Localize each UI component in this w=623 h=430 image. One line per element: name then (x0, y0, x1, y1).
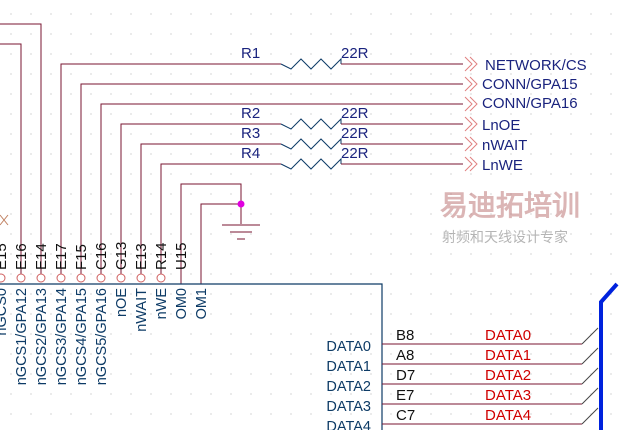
wire (0, 43, 22, 278)
pin-inverter-bubble (56, 273, 66, 283)
pin-number: E7 (396, 387, 414, 404)
net-label: LnOE (482, 117, 520, 134)
pin-number: D7 (396, 367, 415, 384)
net-port-icon (464, 156, 473, 172)
pin-number: E16 (13, 243, 30, 270)
wire (100, 103, 463, 278)
net-label: LnWE (482, 157, 523, 174)
net-label: DATA1 (485, 347, 531, 364)
wire (140, 143, 281, 278)
pin-name: OM0 (174, 288, 190, 319)
pin-number: U15 (173, 242, 190, 270)
pin-inverter-bubble (0, 273, 6, 283)
pin-name: nWAIT (134, 288, 150, 332)
wire (60, 63, 281, 278)
pin-inverter-bubble (96, 273, 106, 283)
no-connect-icon (0, 214, 9, 226)
resistor-value: 22R (341, 105, 369, 122)
bus-entry (581, 347, 599, 365)
wire (120, 123, 281, 278)
net-label: nWAIT (482, 137, 527, 154)
net-label: CONN/GPA16 (482, 95, 578, 112)
resistor-R2 (280, 117, 342, 130)
pin-name: nGCS5/GPA16 (94, 288, 110, 385)
net-port-icon (469, 156, 478, 172)
resistor-value: 22R (341, 145, 369, 162)
pin-name: nGCS3/GPA14 (54, 288, 70, 385)
resistor-ref: R3 (241, 125, 260, 142)
pin-number: E14 (33, 243, 50, 270)
pin-number: E13 (133, 243, 150, 270)
net-port-icon (469, 96, 478, 112)
resistor-R4 (280, 157, 342, 170)
bus-entry (581, 327, 599, 345)
resistor-R1 (280, 57, 342, 70)
data-bus (599, 282, 619, 430)
pin-name: nWE (154, 288, 170, 320)
bus-entry (581, 367, 599, 385)
pin-name: OM1 (194, 288, 210, 319)
pin-name: DATA0 (326, 339, 371, 355)
pin-number: G13 (113, 242, 130, 270)
resistor-ref: R4 (241, 145, 260, 162)
net-port-icon (469, 76, 478, 92)
net-port-icon (464, 76, 473, 92)
net-label: DATA2 (485, 367, 531, 384)
wire (0, 23, 42, 278)
pin-name: DATA2 (326, 379, 371, 395)
net-port-icon (464, 136, 473, 152)
pin-number: C16 (93, 242, 110, 270)
pin-inverter-bubble (36, 273, 46, 283)
pin-inverter-bubble (116, 273, 126, 283)
resistor-R3 (280, 137, 342, 150)
pin-inverter-bubble (16, 273, 26, 283)
net-label: NETWORK/CS (485, 57, 587, 74)
pin-name: nGCS0 (0, 288, 10, 336)
chip-body (0, 283, 383, 430)
pin-number: E15 (0, 243, 10, 270)
pin-name: nGCS2/GPA13 (34, 288, 50, 385)
wire (180, 183, 242, 284)
pin-number: E17 (53, 243, 70, 270)
net-port-icon (469, 116, 478, 132)
wire (200, 203, 241, 284)
resistor-value: 22R (341, 125, 369, 142)
pin-name: DATA4 (326, 419, 371, 430)
net-port-icon (469, 136, 478, 152)
bus-entry (581, 387, 599, 405)
net-port-icon (464, 116, 473, 132)
wire (80, 83, 463, 278)
pin-name: nGCS1/GPA12 (14, 288, 30, 385)
net-port-icon (464, 56, 473, 72)
pin-number: R14 (153, 242, 170, 270)
watermark-subtitle: 射频和天线设计专家 (442, 230, 568, 246)
net-port-icon (464, 96, 473, 112)
pin-number: F15 (73, 244, 90, 270)
wire (160, 163, 281, 278)
net-label: DATA3 (485, 387, 531, 404)
pin-name: DATA1 (326, 359, 371, 375)
pin-inverter-bubble (76, 273, 86, 283)
pin-inverter-bubble (156, 273, 166, 283)
pin-number: B8 (396, 327, 414, 344)
pin-name: nOE (114, 288, 130, 317)
junction-dot (237, 200, 245, 208)
watermark-title: 易迪拓培训 (440, 189, 581, 222)
resistor-ref: R1 (241, 45, 260, 62)
bus-entry (581, 407, 599, 425)
net-label: DATA0 (485, 327, 531, 344)
net-port-icon (469, 56, 478, 72)
pin-name: DATA3 (326, 399, 371, 415)
pin-number: A8 (396, 347, 414, 364)
resistor-value: 22R (341, 45, 369, 62)
resistor-ref: R2 (241, 105, 260, 122)
net-label: DATA4 (485, 407, 531, 424)
pin-number: C7 (396, 407, 415, 424)
net-label: CONN/GPA15 (482, 76, 578, 93)
pin-inverter-bubble (136, 273, 146, 283)
pin-name: nGCS4/GPA15 (74, 288, 90, 385)
